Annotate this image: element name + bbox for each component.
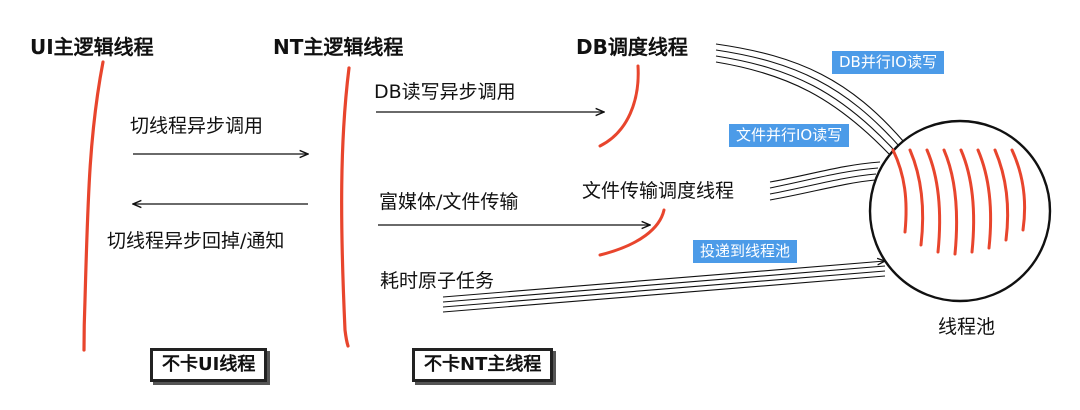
db-parallel-io-tag: DB并行IO读写 <box>832 51 945 74</box>
ui-thread-title: UI主逻辑线程 <box>30 35 154 59</box>
file-thread-lifeline <box>598 208 666 257</box>
db-thread-lifeline <box>598 64 640 148</box>
db-rw-label: DB读写异步调用 <box>374 81 516 103</box>
file-io-bundle <box>769 161 881 201</box>
nt-thread-lifeline <box>340 66 351 348</box>
ui-thread-lifeline <box>82 60 105 352</box>
thread-pool-circle <box>868 119 1052 303</box>
file-transfer-thread-label: 文件传输调度线程 <box>582 180 735 202</box>
db-thread-title: DB调度线程 <box>576 35 688 59</box>
thread-pool-label: 线程池 <box>938 316 996 338</box>
nt-thread-title: NT主逻辑线程 <box>273 35 404 59</box>
db-io-bundle <box>715 43 905 155</box>
async-callback-label: 切线程异步回掉/通知 <box>107 230 285 252</box>
rich-media-label: 富媒体/文件传输 <box>379 191 519 213</box>
no-block-ui-box: 不卡UI线程 <box>150 348 268 382</box>
long-task-label: 耗时原子任务 <box>380 270 495 292</box>
deliver-to-pool-tag: 投递到线程池 <box>693 240 798 263</box>
worker-threads <box>891 148 1027 256</box>
file-parallel-io-tag: 文件并行IO读写 <box>729 124 850 147</box>
no-block-nt-box: 不卡NT主线程 <box>412 348 554 382</box>
long-task-arrows <box>442 261 885 313</box>
async-call-label: 切线程异步调用 <box>130 115 264 137</box>
